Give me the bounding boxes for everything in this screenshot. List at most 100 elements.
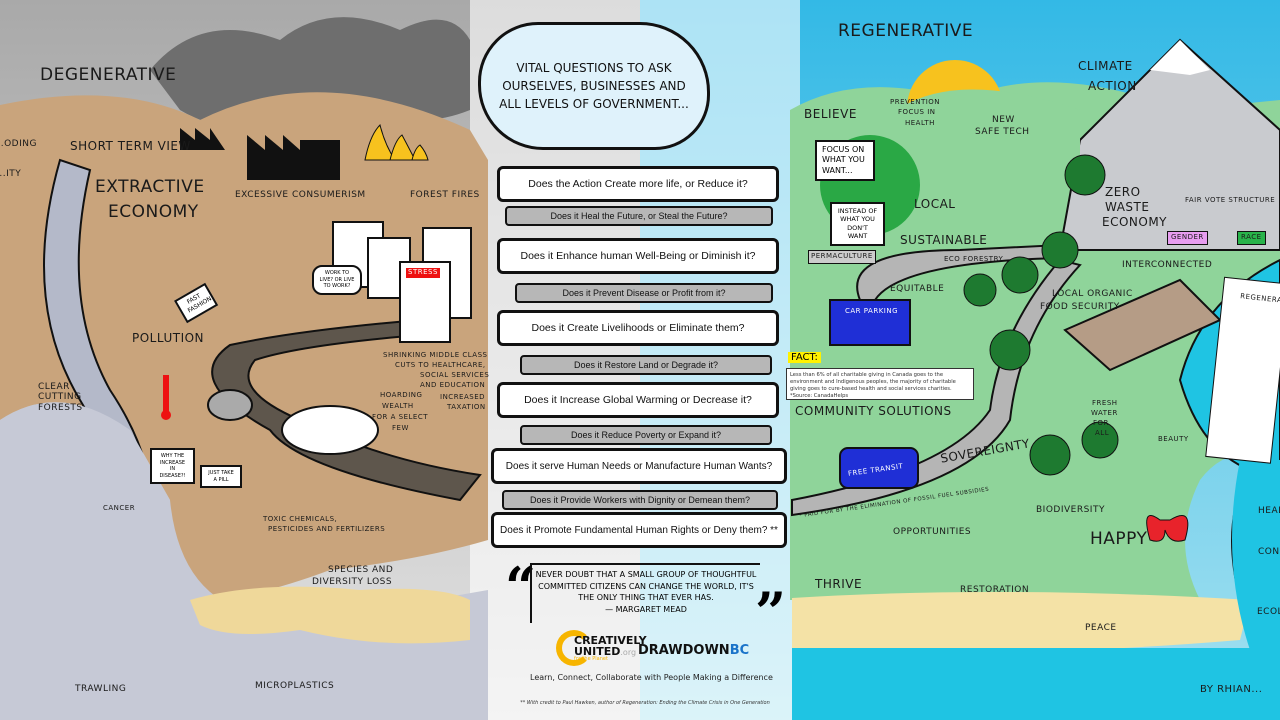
question-1: Does the Action Create more life, or Red… [497,166,779,202]
label-waste: waste [1105,200,1150,214]
fact-box: Less than 6% of all charitable giving in… [786,368,974,400]
trees [963,154,1119,476]
question-5: Does it Create Livelihoods or Eliminate … [497,310,779,346]
label-cutting: cutting [38,392,82,402]
label-pesticides: pesticides and fertilizers [268,525,386,533]
label-water: water [1091,409,1118,417]
label-thrive: Thrive [815,577,863,591]
road-right [791,258,1082,517]
speech-bubble-work-to-live: Work to live? or live to work? [312,265,362,295]
label-forest-fires: Forest fires [410,190,480,200]
label-partial: ...ity [0,169,22,179]
credit-line: ** With credit to Paul Hawken, author of… [520,700,770,706]
label-trawling: Trawling [75,684,127,694]
label-restoration: Restoration [960,585,1030,595]
fact-label: Fact: [788,352,821,363]
car-parking-sign: Car parking [845,307,899,315]
speech-bubble-pill: Just take a pill [200,465,242,488]
speech-bubble-disease: Why the increase in disease?! [150,448,195,484]
label-food-security: food security [1040,302,1120,312]
label-equitable: Equitable [890,284,945,294]
label-prevention: Prevention [890,98,941,106]
label-economy: Economy [108,202,199,222]
focus-on-what-you-want-box: Focus on what you want... [815,140,875,182]
question-9: Does it serve Human Needs or Manufacture… [491,448,787,484]
logo-org: .org [620,647,637,657]
tagline: Learn, Connect, Collaborate with People … [530,673,773,682]
label-all: all [1095,429,1110,437]
logo-text-2: United [574,644,621,658]
cancer-chart-label: Cancer [103,504,136,512]
label-toxic-chemicals: Toxic chemicals, [263,515,338,523]
clouds-dark [150,17,470,127]
sea-right [792,648,1280,720]
question-2: Does it Heal the Future, or Steal the Fu… [505,206,773,226]
ring-icon [556,630,592,666]
label-few: few [392,424,409,432]
close-quote-icon: ” [755,580,787,644]
drawdownbc-logo: DrawdownBC [638,643,749,658]
free-transit-bus [839,447,919,489]
label-healthy: Healthy [1258,506,1280,516]
cars [207,389,379,455]
question-3: Does it Enhance human Well-Being or Dimi… [497,238,779,274]
label-increased: Increased [440,393,486,401]
label-local: Local [914,197,956,211]
factories [180,128,340,180]
label-education: and education [420,381,486,389]
label-microplastics: Microplastics [255,681,335,691]
question-10: Does it Provide Workers with Dignity or … [502,490,778,510]
beach-right [792,591,1250,654]
beach-left [190,586,470,644]
quote-box: Never doubt that a small group of though… [530,563,760,623]
drawdown-text: Drawdown [638,643,730,658]
label-forests: forests [38,403,83,413]
label-opportunities: Opportunities [893,527,972,537]
label-clear: Clear [38,382,70,392]
cloud-title: Vital Questions to Ask Ourselves, Busine… [499,61,689,111]
label-action: Action [1088,79,1137,93]
fire-icon [364,124,429,161]
label-new: New [992,115,1015,125]
label-for: for [1093,419,1109,427]
label-fresh: Fresh [1092,399,1118,407]
label-short-term-view: Short term view [70,139,191,153]
label-eco-forestry: Eco forestry [944,255,1004,263]
label-shrinking-middle-class: Shrinking middle class [383,351,488,359]
label-cuts-healthcare: cuts to healthcare, [395,361,486,369]
stress-badge: Stress [406,268,440,278]
permaculture-sign: Permaculture [808,250,876,264]
label-safe-tech: safe tech [975,127,1030,137]
question-8: Does it Reduce Poverty or Expand it? [520,425,772,445]
question-4: Does it Prevent Disease or Profit from i… [515,283,773,303]
label-social-services: social services [420,371,490,379]
question-7: Does it Increase Global Warming or Decre… [497,382,779,418]
gender-tag: Gender [1167,231,1208,245]
label-believe: Believe [804,107,857,121]
race-tag: Race [1237,231,1266,245]
label-pollution: Pollution [132,331,205,345]
label-extractive: Extractive [95,177,205,197]
label-taxation: taxation [447,403,486,411]
label-climate: Climate [1078,59,1133,73]
question-11: Does it Promote Fundamental Human Rights… [491,512,787,548]
logo-text-1: Creatively [574,633,647,647]
question-6: Does it Restore Land or Degrade it? [520,355,772,375]
label-diversity-loss: diversity loss [312,577,393,587]
label-community-solutions: Community solutions [795,404,952,418]
label-cons-partial: Cons... [1258,547,1280,557]
label-for-a-select: for a select [372,413,428,421]
degenerative-title: Degenerative [40,65,177,85]
car-parking-building [829,299,911,346]
artist-signature: By Rhian... [1200,684,1263,695]
label-happy: Happy [1090,529,1148,549]
label-excessive-consumerism: Excessive consumerism [235,190,366,200]
label-sustainable: Sustainable [900,233,988,247]
label-wealth: wealth [382,402,414,410]
label-economy-right: economy [1102,215,1168,229]
label-interconnected: Interconnected [1122,260,1213,270]
label-biodiversity: Biodiversity [1036,505,1105,515]
label-flooding-partial: ...oding [0,139,37,149]
label-health: health [905,119,935,127]
